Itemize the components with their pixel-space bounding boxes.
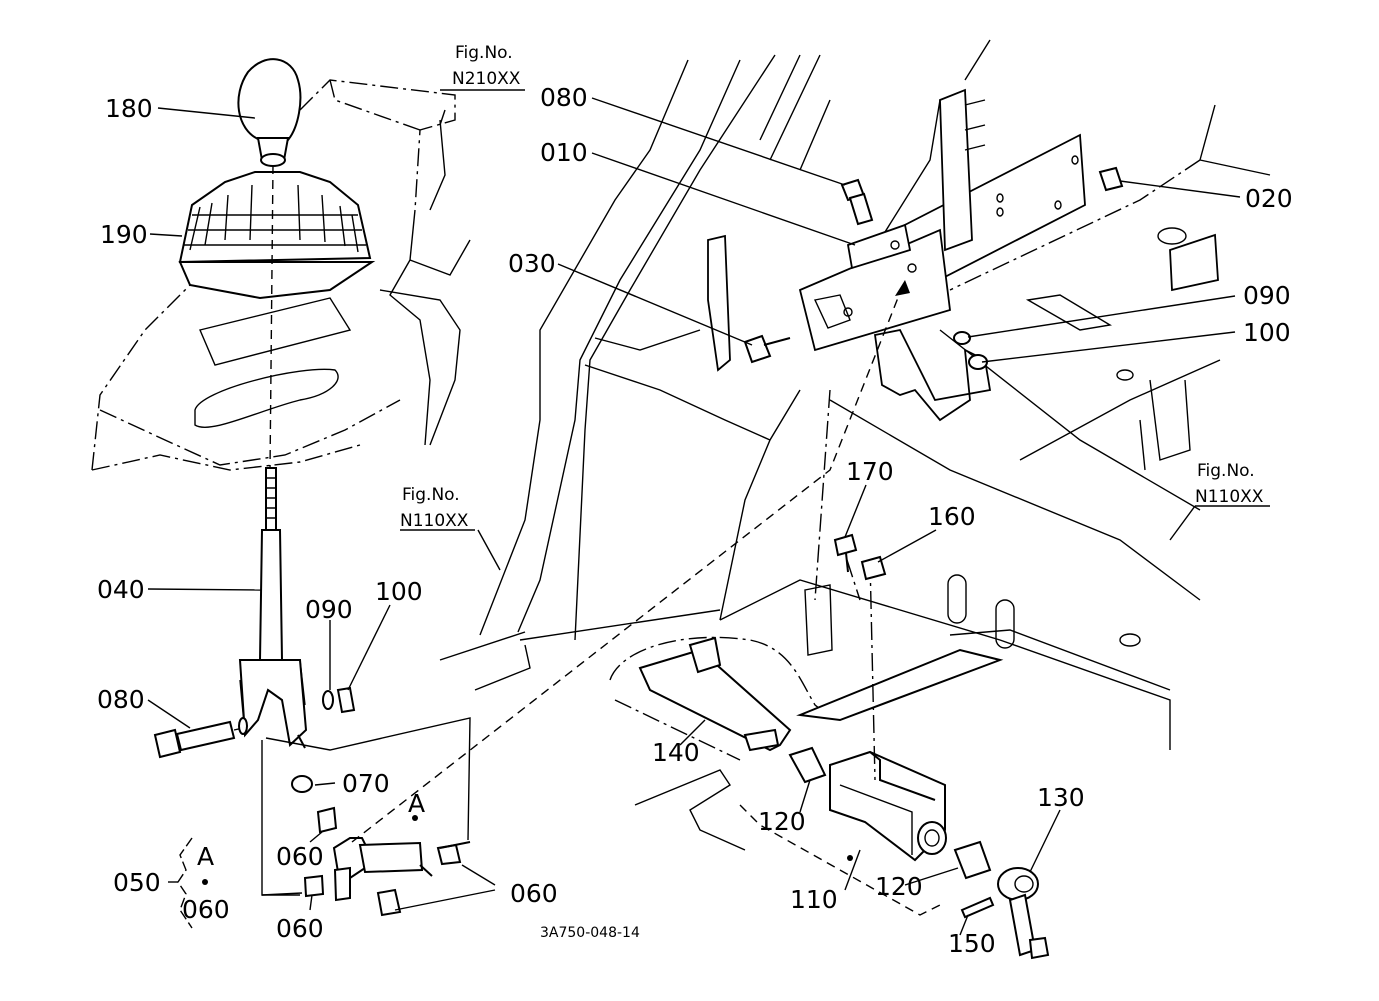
callout-020: 020 xyxy=(1245,184,1293,213)
fig-references: Fig.No. N210XX Fig.No. N110XX Fig.No. N1… xyxy=(400,43,1264,531)
callout-050: 050 xyxy=(113,868,161,897)
shift-bracket-lower xyxy=(609,636,1004,761)
bracket-110 xyxy=(739,559,947,916)
callout-080-top: 080 xyxy=(540,83,588,112)
callout-120-b: 120 xyxy=(875,872,923,901)
bolt-030 xyxy=(743,334,791,364)
bracket-a-label: A xyxy=(197,842,214,871)
detail-a-dot xyxy=(412,815,418,821)
bracket-110-dot xyxy=(847,855,853,861)
detail-bracket xyxy=(261,717,471,896)
pin-150 xyxy=(960,896,995,919)
callout-160: 160 xyxy=(928,502,976,531)
bolt-080-top xyxy=(840,178,874,226)
callout-180: 180 xyxy=(105,94,153,123)
drawing-code: 3A750-048-14 xyxy=(540,925,640,941)
center-plate xyxy=(707,223,992,422)
lower-plate xyxy=(719,389,1171,750)
callout-010: 010 xyxy=(540,138,588,167)
callout-090-left: 090 xyxy=(305,595,353,624)
nut-160 xyxy=(860,555,887,581)
lever-boot xyxy=(178,153,376,300)
bushing-120-b xyxy=(953,840,992,880)
arm-130 xyxy=(997,867,1050,960)
callout-080-left: 080 xyxy=(97,685,145,714)
washer-090-right xyxy=(953,331,971,345)
leader-lines xyxy=(147,89,1270,936)
callout-040: 040 xyxy=(97,575,145,604)
callout-140: 140 xyxy=(652,738,700,767)
detail-marks: A A xyxy=(197,789,425,871)
lever-rod xyxy=(258,164,284,661)
fig-ref-middle-line2: N110XX xyxy=(400,511,469,531)
nut-020 xyxy=(1098,166,1124,192)
callout-090-right: 090 xyxy=(1243,281,1291,310)
fig-ref-top-line1: Fig.No. xyxy=(455,43,513,63)
arm-assembly xyxy=(291,775,471,917)
callout-060-d: 060 xyxy=(182,895,230,924)
callout-110: 110 xyxy=(790,885,838,914)
fig-ref-middle-line1: Fig.No. xyxy=(402,485,460,505)
callout-150: 150 xyxy=(948,929,996,958)
center-frames xyxy=(439,54,831,691)
callout-130: 130 xyxy=(1037,783,1085,812)
callout-labels: 180 190 040 080 090 100 070 060 060 060 … xyxy=(97,83,1293,958)
callout-190: 190 xyxy=(100,220,148,249)
fig-ref-top-line2: N210XX xyxy=(452,69,521,89)
bolt-080-left xyxy=(153,717,249,759)
bracket-a-dot xyxy=(202,879,208,885)
callout-030: 030 xyxy=(508,249,556,278)
callout-120-a: 120 xyxy=(758,807,806,836)
bolt-170 xyxy=(833,533,858,573)
nut-100-left xyxy=(336,686,356,714)
callout-060-a: 060 xyxy=(276,842,324,871)
bushing-120-a xyxy=(788,746,827,784)
callout-170: 170 xyxy=(846,457,894,486)
callout-100-right: 100 xyxy=(1243,318,1291,347)
fig-ref-right-line1: Fig.No. xyxy=(1197,461,1255,481)
right-frame xyxy=(829,104,1271,601)
fig-ref-right-line2: N110XX xyxy=(1195,487,1264,507)
callout-060-b: 060 xyxy=(276,914,324,943)
detail-a-label: A xyxy=(408,789,425,818)
washer-090-left xyxy=(322,690,334,710)
rod-140-pedal xyxy=(634,769,746,851)
callout-100-left: 100 xyxy=(375,577,423,606)
lever-yoke xyxy=(238,659,308,749)
callout-060-c: 060 xyxy=(510,879,558,908)
callout-070: 070 xyxy=(342,769,390,798)
lever-knob xyxy=(237,58,302,161)
